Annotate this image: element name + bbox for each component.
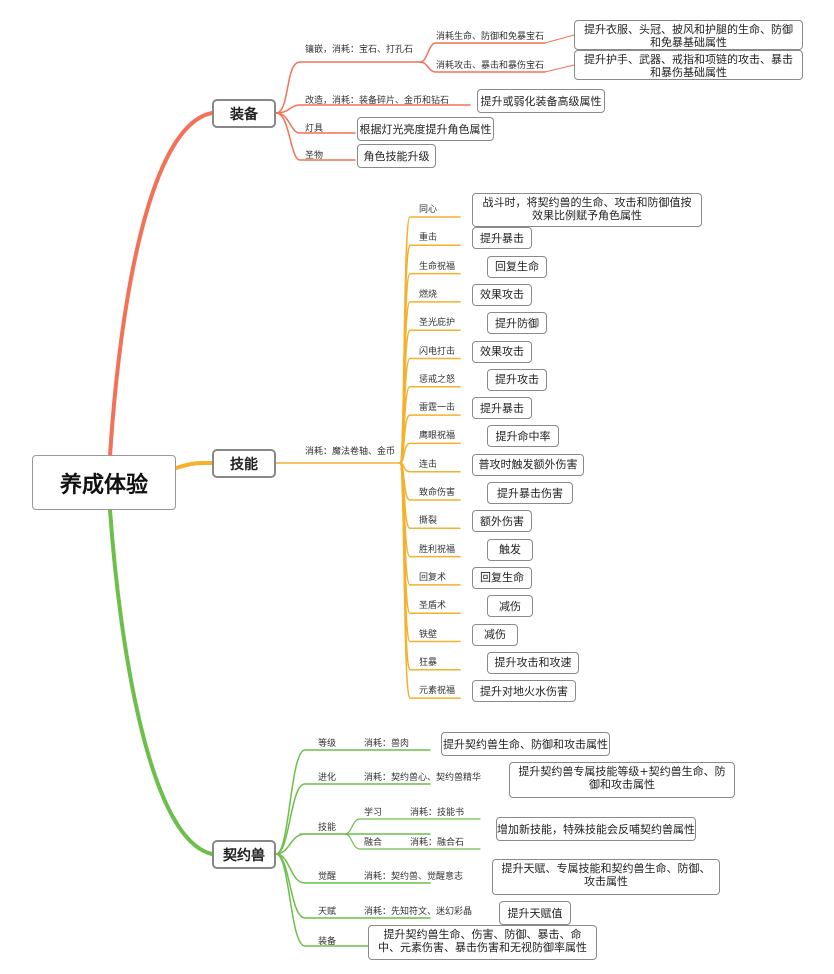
equip-lamp-desc: 根据灯光亮度提升角色属性 — [357, 117, 494, 141]
equip-inlay-b-label: 消耗攻击、暴击和暴伤宝石 — [436, 61, 545, 71]
skill-item-desc: 回复生命 — [472, 566, 532, 589]
pet-awaken-desc: 提升天赋、专属技能和契约兽生命、防御、攻击属性 — [492, 859, 720, 895]
skill-item-label: 重击 — [419, 233, 438, 244]
pet-level-desc: 提升契约兽生命、防御和攻击属性 — [441, 732, 610, 756]
pet-talent-label: 天赋 — [318, 907, 337, 917]
equip-inlay-b-desc: 提升护手、武器、戒指和项链的攻击、暴击和暴伤基础属性 — [574, 50, 803, 80]
skill-item-label: 铁壁 — [419, 629, 438, 640]
skill-cost-label: 消耗：魔法卷轴、金币 — [305, 447, 396, 457]
pet-skill-label: 技能 — [318, 823, 337, 833]
pet-fuse-cost: 消耗：融合石 — [410, 838, 465, 848]
pet-skill-desc: 增加新技能，特殊技能会反哺契约兽属性 — [496, 817, 696, 841]
pet-level-cost: 消耗：兽肉 — [364, 739, 410, 749]
pet-gear-desc: 提升契约兽生命、伤害、防御、暴击、命中、元素伤害、暴击伤害和无视防御率属性 — [368, 925, 597, 960]
skill-item-desc: 提升防御 — [487, 312, 547, 335]
skill-item-desc: 提升暴击 — [472, 397, 532, 420]
skill-item-label: 燃烧 — [419, 289, 438, 300]
skill-item-desc: 提升攻击 — [487, 368, 547, 391]
skill-item-desc: 提升命中率 — [487, 425, 559, 448]
equip-reform-label: 改造，消耗：装备碎片、金币和钻石 — [305, 96, 450, 106]
root-node[interactable]: 养成体验 — [32, 455, 176, 510]
skill-item-desc: 触发 — [487, 538, 533, 561]
pet-talent-cost: 消耗：先知符文、迷幻彩晶 — [364, 907, 473, 917]
skill-item-desc: 提升暴击 — [472, 227, 532, 250]
skill-item-label: 撕裂 — [419, 516, 438, 527]
skill-item-label: 胜利祝福 — [419, 544, 456, 555]
skill-item-label: 同心 — [419, 205, 438, 215]
pet-learn-label: 学习 — [364, 808, 383, 818]
skill-item-label: 致命伤害 — [419, 488, 456, 498]
skill-item-label: 狂暴 — [419, 657, 438, 668]
skill-item-label: 连击 — [419, 459, 438, 470]
branch-equip[interactable]: 装备 — [212, 99, 276, 128]
equip-reform-desc: 提升或弱化装备高级属性 — [477, 89, 605, 113]
skill-item-label: 惩戒之怒 — [419, 374, 456, 385]
equip-inlay-a-desc: 提升衣服、头冠、披风和护腿的生命、防御和免暴基础属性 — [574, 20, 803, 50]
skill-item-desc: 战斗时，将契约兽的生命、攻击和防御值按效果比例赋予角色属性 — [472, 193, 702, 227]
pet-level-label: 等级 — [318, 739, 337, 749]
pet-learn-cost: 消耗：技能书 — [410, 808, 465, 818]
skill-item-desc: 提升对地火水伤害 — [472, 680, 576, 703]
equip-lamp-label: 灯具 — [305, 124, 324, 134]
equip-inlay-a-label: 消耗生命、防御和免暴宝石 — [436, 32, 545, 42]
skill-item-desc: 回复生命 — [487, 255, 547, 278]
skill-item-desc: 额外伤害 — [472, 510, 532, 533]
skill-item-label: 闪电打击 — [419, 346, 456, 357]
skill-item-label: 雷霆一击 — [419, 403, 456, 414]
skill-item-desc: 提升攻击和攻速 — [487, 651, 579, 674]
skill-item-label: 回复术 — [419, 572, 447, 583]
pet-awaken-label: 觉醒 — [318, 872, 337, 882]
branch-pet[interactable]: 契约兽 — [212, 840, 276, 869]
skill-item-label: 生命祝福 — [419, 261, 456, 272]
equip-holy-label: 圣物 — [305, 151, 324, 161]
skill-item-desc: 提升暴击伤害 — [487, 482, 573, 504]
equip-holy-desc: 角色技能升级 — [357, 144, 436, 168]
pet-evolve-cost: 消耗：契约兽心、契约兽精华 — [364, 773, 482, 783]
pet-fuse-label: 融合 — [364, 838, 383, 848]
branch-skill[interactable]: 技能 — [212, 449, 276, 478]
pet-awaken-cost: 消耗：契约兽、觉醒意志 — [364, 872, 464, 882]
equip-inlay-label: 镶嵌，消耗：宝石、打孔石 — [305, 45, 414, 55]
skill-item-label: 元素祝福 — [419, 686, 456, 697]
skill-item-label: 鹰眼祝福 — [419, 431, 456, 442]
skill-item-desc: 减伤 — [487, 595, 533, 618]
pet-talent-desc: 提升天赋值 — [499, 901, 571, 925]
pet-gear-label: 装备 — [318, 937, 337, 947]
pet-evolve-label: 进化 — [318, 773, 337, 783]
skill-item-desc: 效果攻击 — [472, 283, 532, 306]
skill-item-desc: 减伤 — [472, 623, 518, 646]
skill-item-label: 圣光庇护 — [419, 318, 456, 329]
skill-item-desc: 普攻时触发额外伤害 — [472, 453, 584, 476]
pet-evolve-desc: 提升契约兽专属技能等级+契约兽生命、防御和攻击属性 — [509, 762, 735, 798]
skill-item-desc: 效果攻击 — [472, 340, 532, 363]
skill-item-label: 圣盾术 — [419, 601, 447, 612]
